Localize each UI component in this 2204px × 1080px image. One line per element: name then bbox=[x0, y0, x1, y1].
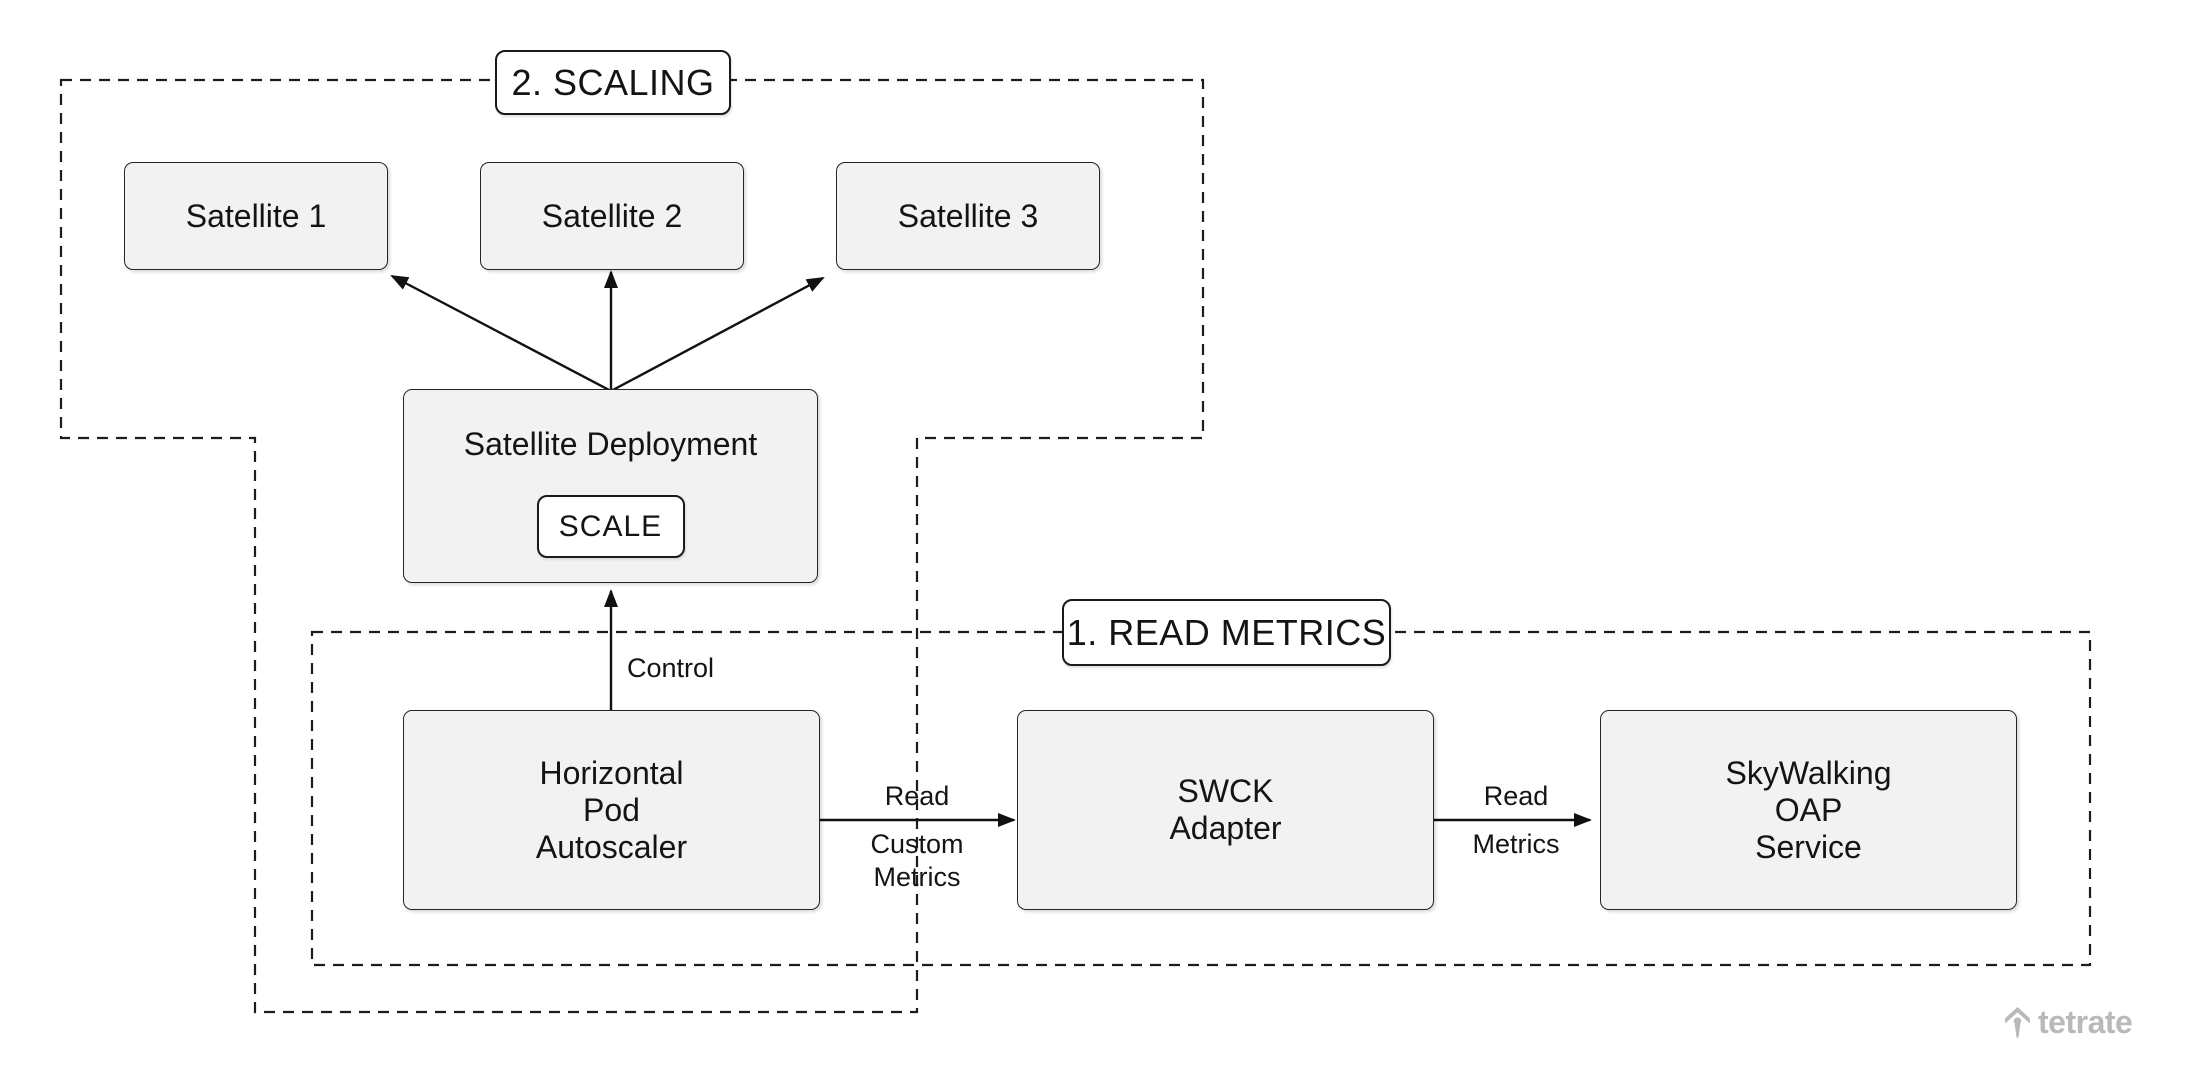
node-swck-line2: Adapter bbox=[1169, 810, 1282, 846]
edge-label-control: Control bbox=[627, 653, 715, 683]
node-hpa-line1: Horizontal bbox=[539, 754, 684, 791]
node-satellite-3: Satellite 3 bbox=[836, 162, 1100, 270]
scale-button-label: SCALE bbox=[558, 510, 663, 543]
node-swck-adapter: SWCK Adapter bbox=[1017, 710, 1434, 910]
node-skywalking-oap-service: SkyWalking OAP Service bbox=[1600, 710, 2017, 910]
node-satellite-1: Satellite 1 bbox=[124, 162, 388, 270]
edge-label-custom-metrics: Metrics bbox=[873, 862, 961, 892]
arrow-deployment-to-satellite3 bbox=[610, 276, 825, 393]
node-satellite-2-label: Satellite 2 bbox=[541, 197, 683, 234]
scaling-region-outline bbox=[59, 78, 1205, 1014]
node-oap-line2: OAP bbox=[1774, 791, 1843, 828]
read-metrics-region-label: 1. READ METRICS bbox=[1062, 599, 1391, 666]
node-satellite-3-label: Satellite 3 bbox=[897, 197, 1039, 234]
edge-label-read-metrics-below: Metrics bbox=[1472, 829, 1560, 859]
node-swck-line1: SWCK bbox=[1177, 773, 1274, 809]
node-satellite-1-label: Satellite 1 bbox=[185, 197, 327, 234]
node-hpa-line3: Autoscaler bbox=[535, 828, 688, 865]
brand-logo: tetrate bbox=[2004, 1004, 2133, 1041]
read-metrics-region-outline bbox=[310, 630, 2092, 967]
node-satellite-deployment-label: Satellite Deployment bbox=[463, 426, 758, 462]
read-metrics-region-label-text: 1. READ METRICS bbox=[1066, 611, 1387, 653]
scaling-region-label: 2. SCALING bbox=[495, 50, 731, 115]
node-hpa-line2: Pod bbox=[583, 791, 640, 828]
tetrate-logo-icon bbox=[2004, 1006, 2031, 1039]
brand-logo-text: tetrate bbox=[2038, 1004, 2133, 1040]
node-oap-line1: SkyWalking bbox=[1725, 754, 1892, 791]
scale-button: SCALE bbox=[536, 495, 685, 558]
edge-label-read-custom-above: Read bbox=[884, 781, 950, 811]
edge-label-read-custom-below: Custom Metrics bbox=[842, 828, 992, 894]
edge-label-read-above: Read bbox=[1483, 781, 1549, 811]
node-satellite-deployment: Satellite Deployment SCALE bbox=[403, 389, 818, 583]
edge-label-custom: Custom bbox=[870, 829, 964, 859]
node-oap-line3: Service bbox=[1755, 828, 1862, 865]
node-horizontal-pod-autoscaler: Horizontal Pod Autoscaler bbox=[403, 710, 820, 910]
node-satellite-2: Satellite 2 bbox=[480, 162, 744, 270]
arrow-deployment-to-satellite1 bbox=[390, 274, 612, 393]
scaling-region-label-text: 2. SCALING bbox=[511, 61, 715, 103]
